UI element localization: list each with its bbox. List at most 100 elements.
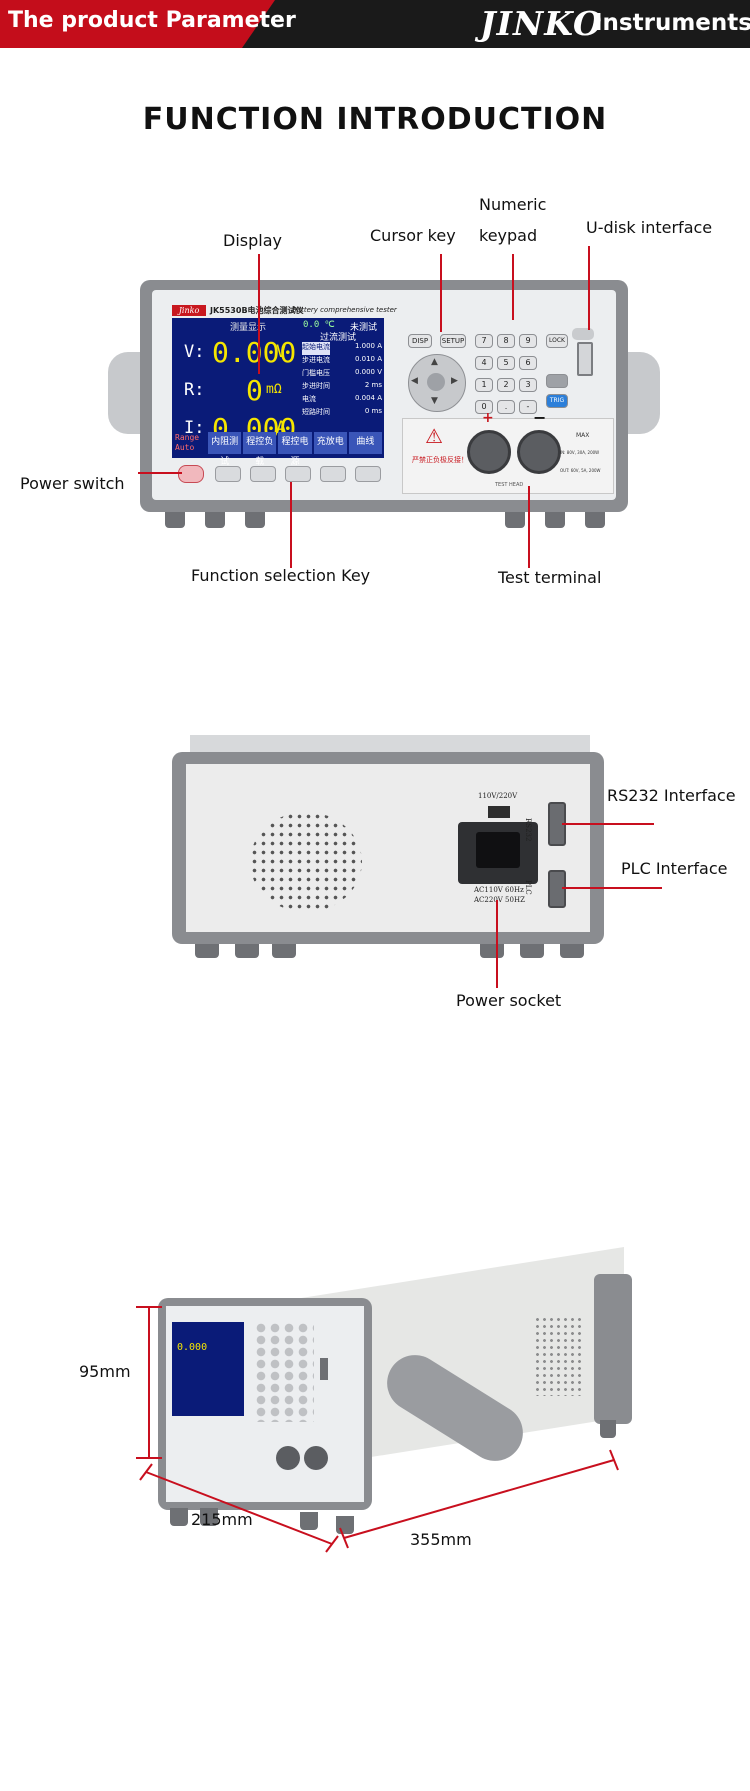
depth-dimension-tick-left (339, 1527, 349, 1549)
perspective-terminal-left (276, 1446, 300, 1470)
param-value: 0.010 A (354, 355, 382, 363)
perspective-readout: 0.000 (177, 1342, 208, 1353)
lock-button[interactable]: LOCK (546, 334, 568, 348)
height-dimension-line (148, 1306, 150, 1458)
rs232-label: RS232 Interface (607, 786, 736, 805)
param-name: 短路时间 (302, 408, 330, 416)
softkey-label: 程控负载 (243, 432, 277, 467)
foot (205, 508, 225, 528)
key-dot[interactable]: . (497, 400, 515, 414)
foot (235, 940, 259, 958)
key-2[interactable]: 2 (497, 378, 515, 392)
arrow-right-icon[interactable]: ▶ (451, 376, 458, 386)
negative-test-terminal[interactable] (517, 430, 561, 474)
plc-port-label: PLC (524, 880, 532, 895)
foot (300, 1512, 318, 1530)
key-4[interactable]: 4 (475, 356, 493, 370)
width-dimension-tick-left (139, 1463, 153, 1481)
foot (200, 1508, 218, 1526)
udisk-label: U-disk interface (586, 218, 713, 237)
current-label: I: (184, 418, 205, 438)
header-red-tab (0, 0, 275, 48)
arrow-left-icon[interactable]: ◀ (411, 376, 418, 386)
foot (195, 940, 219, 958)
esc-button[interactable] (546, 374, 568, 388)
cursor-callout-line (440, 254, 442, 332)
param-row: 起始电流 1.000 A (302, 342, 382, 355)
range-label: Range (175, 433, 200, 442)
foot (165, 508, 185, 528)
key-minus[interactable]: - (519, 400, 537, 414)
numeric-keypad: 7 8 9 4 5 6 1 2 3 0 . - (475, 334, 541, 414)
plc-label: PLC Interface (621, 859, 728, 878)
test-terminal-label: Test terminal (498, 568, 602, 587)
param-name: 电流 (302, 395, 316, 403)
screen-header-left: 测量显示 (230, 323, 267, 333)
param-name: 步进时间 (302, 382, 330, 390)
voltage-label: V: (184, 342, 205, 362)
foot (545, 508, 565, 528)
key-0[interactable]: 0 (475, 400, 493, 414)
disp-button[interactable]: DISP (408, 334, 432, 348)
model-subtitle: Battery comprehensive tester (292, 306, 397, 314)
jinko-logo: JINKO (480, 4, 603, 43)
function-key-5[interactable] (355, 466, 381, 482)
power-socket-label: Power socket (456, 991, 562, 1010)
foot (505, 508, 525, 528)
resistance-label: R: (184, 380, 205, 400)
key-1[interactable]: 1 (475, 378, 493, 392)
warning-icon: ⚠ (425, 424, 443, 448)
key-9[interactable]: 9 (519, 334, 537, 348)
width-dimension-tick-right (325, 1535, 339, 1553)
cursor-center-key[interactable] (427, 373, 445, 391)
softkey-label: 内阻测试 (208, 432, 242, 467)
key-7[interactable]: 7 (475, 334, 493, 348)
key-8[interactable]: 8 (497, 334, 515, 348)
power-switch-button[interactable] (178, 465, 204, 483)
foot (272, 940, 296, 958)
plc-port[interactable] (548, 870, 566, 908)
param-value: 0.004 A (354, 394, 382, 402)
perspective-keypad (254, 1322, 314, 1422)
positive-test-terminal[interactable] (467, 430, 511, 474)
usb-port[interactable] (577, 342, 593, 376)
rear-view: 110V/220V AC110V 60Hz AC220V 50HZ RS232 … (0, 730, 750, 970)
foot (520, 940, 544, 958)
param-name: 步进电流 (302, 356, 330, 364)
key-3[interactable]: 3 (519, 378, 537, 392)
param-row: 步进电流 0.010 A (302, 355, 382, 368)
param-row: 步进时间 2 ms (302, 381, 382, 394)
softkey-label: 曲线 (348, 432, 383, 454)
height-dimension-label: 95mm (79, 1362, 131, 1381)
foot (600, 1420, 616, 1438)
function-key-1[interactable] (215, 466, 241, 482)
param-value: 1.000 A (354, 342, 382, 350)
param-row: 短路时间 0 ms (302, 407, 382, 420)
perspective-view: 0.000 (0, 1246, 750, 1550)
depth-dimension-tick-right (609, 1449, 619, 1471)
screen-status: 未测试 (350, 323, 378, 333)
arrow-down-icon[interactable]: ▼ (431, 396, 438, 406)
function-key-2[interactable] (250, 466, 276, 482)
model-title: JK5530B电池综合测试仪 (210, 306, 304, 315)
key-6[interactable]: 6 (519, 356, 537, 370)
function-key-4[interactable] (320, 466, 346, 482)
height-dimension-top-tick (136, 1306, 162, 1308)
power-switch-label: Power switch (20, 474, 125, 493)
param-row: 电流 0.004 A (302, 394, 382, 407)
auto-label: Auto (175, 443, 195, 452)
voltage-switch-label: 110V/220V (478, 792, 518, 800)
trig-button[interactable]: TRIG (546, 394, 568, 408)
arrow-up-icon[interactable]: ▲ (431, 357, 438, 367)
resistance-unit: mΩ (266, 382, 282, 397)
display-label: Display (223, 231, 282, 250)
rear-bezel (594, 1274, 632, 1424)
numeric-keypad-label-1: Numeric (479, 195, 547, 214)
function-key-3[interactable] (285, 466, 311, 482)
setup-button[interactable]: SETUP (440, 334, 466, 348)
param-name: 门槛电压 (302, 369, 330, 377)
depth-dimension-label: 355mm (410, 1530, 472, 1549)
vent-grille (250, 812, 362, 912)
voltage-selector-switch[interactable] (488, 806, 510, 818)
key-5[interactable]: 5 (497, 356, 515, 370)
